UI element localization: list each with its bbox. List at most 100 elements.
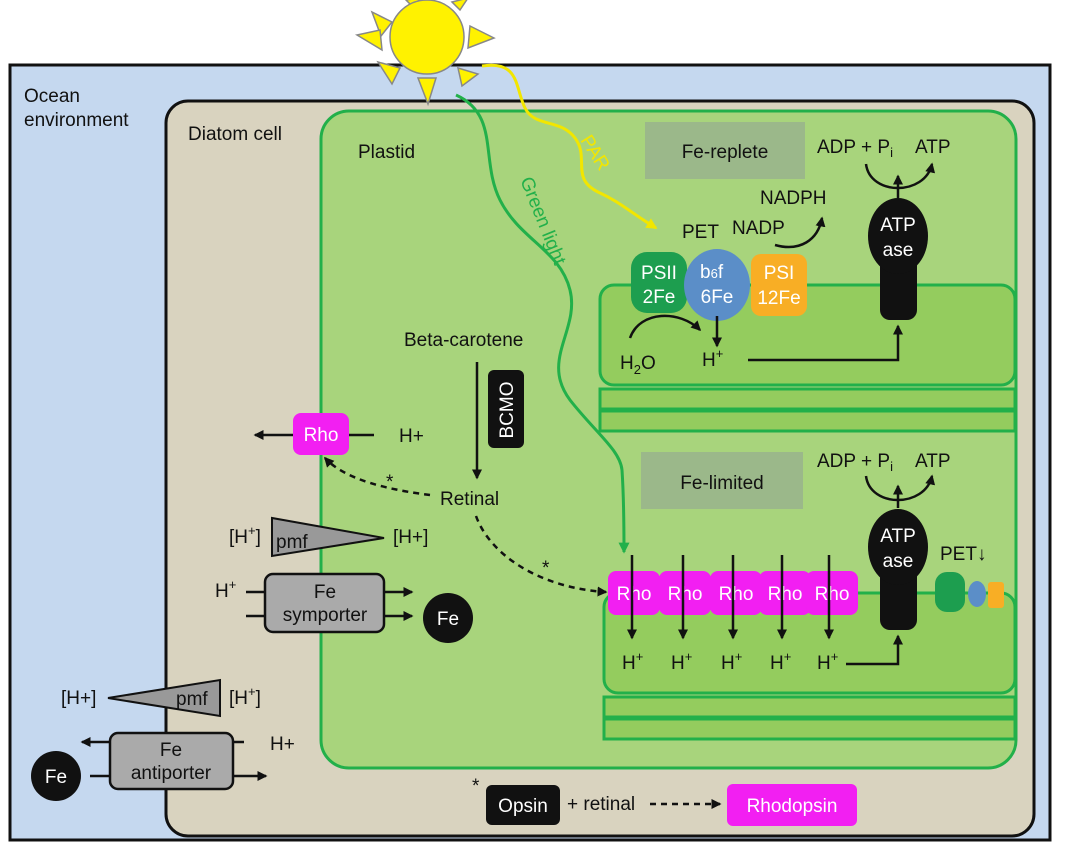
b6f-label-2: 6Fe <box>701 287 734 308</box>
par-light-ray <box>481 63 658 230</box>
replete-proton-to-atpase <box>748 324 903 362</box>
atpase-limited-head <box>868 509 928 585</box>
pet-reduced-b6f <box>968 581 986 607</box>
limited-proton: H+ <box>622 649 643 674</box>
thylakoid-replete-stack-2 <box>598 409 1017 433</box>
atpase-limited-curve <box>864 474 936 502</box>
antiporter-label-1: Fe <box>160 740 182 761</box>
fe-outside-label: Fe <box>45 767 67 788</box>
bcmo-label: BCMO <box>497 382 518 439</box>
thylakoid-rho <box>659 571 711 615</box>
limited-proton-arrows <box>627 555 834 640</box>
diatom-cell-label: Diatom cell <box>188 124 282 145</box>
legend-rhodopsin-box <box>727 784 857 826</box>
thylakoid-limited-stack-1 <box>602 695 1017 719</box>
atpase-replete-label-1: ATP <box>880 215 916 236</box>
thylakoid-rho <box>608 571 660 615</box>
adp-replete-label: ADP + Pi <box>817 137 893 160</box>
psii-label-1: PSII <box>641 263 677 284</box>
nadp-arrow <box>774 216 826 249</box>
thylakoid-rho-label: Rho <box>617 584 652 605</box>
symporter-label-1: Fe <box>314 582 336 603</box>
membrane-pmf-left: [H+] <box>229 523 261 548</box>
pet-reduced-psii <box>935 572 965 612</box>
fe-antiporter <box>108 731 235 791</box>
membrane-pmf-wedge <box>271 516 385 558</box>
water-arrow <box>628 314 702 339</box>
pet-down-label: PET↓ <box>940 544 986 565</box>
star-thylakoid: * <box>542 558 550 579</box>
fe-limited-box <box>641 452 803 509</box>
fe-replete-box <box>645 122 805 179</box>
psii-label-2: 2Fe <box>643 287 676 308</box>
pet-reduced-psi <box>988 582 1004 608</box>
legend-plus-retinal: + retinal <box>567 794 635 815</box>
legend-opsin: Opsin <box>498 796 548 817</box>
rho-row: Rho Rho Rho Rho Rho <box>608 571 858 615</box>
psi-label-2: 12Fe <box>757 288 800 309</box>
star-membrane: * <box>386 472 394 493</box>
outer-pmf-right: [H+] <box>229 684 261 709</box>
thylakoid-rho <box>759 571 811 615</box>
plastid-label: Plastid <box>358 142 415 163</box>
atpase-replete-curve <box>864 162 936 190</box>
fe-inside <box>423 593 473 643</box>
psii-complex <box>631 252 687 313</box>
water-label: H2O <box>620 353 656 377</box>
symporter-h-label: H+ <box>215 577 236 602</box>
thylakoid-rho-label: Rho <box>768 584 803 605</box>
legend-opsin-box <box>486 785 560 825</box>
b6f-label-1: b6f <box>700 262 724 283</box>
outer-pmf-wedge <box>107 678 221 718</box>
atp-replete-label: ATP <box>915 137 951 158</box>
adp-limited-label: ADP + Pi <box>817 451 893 474</box>
fe-outside <box>31 751 81 801</box>
thylakoid-rho-label: Rho <box>719 584 754 605</box>
fe-inside-label: Fe <box>437 609 459 630</box>
outer-pmf-label: pmf <box>176 689 208 710</box>
limited-proton: H+ <box>721 649 742 674</box>
bcmo-enzyme <box>488 370 524 448</box>
beta-carotene-label: Beta-carotene <box>404 330 523 351</box>
thylakoid-rho <box>710 571 762 615</box>
legend-star: * <box>472 776 480 797</box>
membrane-rho <box>293 413 349 455</box>
limited-proton-to-atpase <box>846 634 903 666</box>
membrane-h-label: H+ <box>399 426 424 447</box>
thylakoid-rho-label: Rho <box>815 584 850 605</box>
outer-pmf-left: [H+] <box>61 688 96 709</box>
atpase-replete-head <box>868 198 928 274</box>
fe-limited-label: Fe-limited <box>680 473 763 494</box>
retinal-to-thylakoid-rho <box>474 515 608 597</box>
thylakoid-rho-label: Rho <box>668 584 703 605</box>
atpase-limited-label-1: ATP <box>880 526 916 547</box>
antiporter-h-label: H+ <box>270 734 295 755</box>
green-light-ray <box>455 93 630 554</box>
antiporter-label-2: antiporter <box>131 763 212 784</box>
legend-rhodopsin: Rhodopsin <box>747 796 838 817</box>
fe-symporter <box>263 572 386 634</box>
pet-label: PET <box>682 222 719 243</box>
nadph-label: NADPH <box>760 188 827 209</box>
b6f-complex <box>684 249 750 321</box>
limited-proton: H+ <box>817 649 838 674</box>
atpase-limited-label-2: ase <box>883 551 914 572</box>
limited-proton: H+ <box>770 649 791 674</box>
psi-label-1: PSI <box>764 263 795 284</box>
membrane-rho-label: Rho <box>304 425 339 446</box>
atp-limited-label: ATP <box>915 451 951 472</box>
retinal-to-membrane-rho <box>323 456 431 497</box>
sun-icon <box>354 0 496 107</box>
fe-replete-label: Fe-replete <box>682 142 769 163</box>
membrane-pmf-right: [H+] <box>393 527 428 548</box>
retinal-label: Retinal <box>440 489 499 510</box>
thylakoid-rho <box>806 571 858 615</box>
nadp-label: NADP <box>732 218 785 239</box>
membrane-pmf-label: pmf <box>276 532 308 553</box>
atpase-replete-label-2: ase <box>883 240 914 261</box>
thylakoid-limited-stack-2 <box>602 717 1017 741</box>
thylakoid-replete-stack-1 <box>598 387 1017 411</box>
psi-complex <box>751 254 807 316</box>
